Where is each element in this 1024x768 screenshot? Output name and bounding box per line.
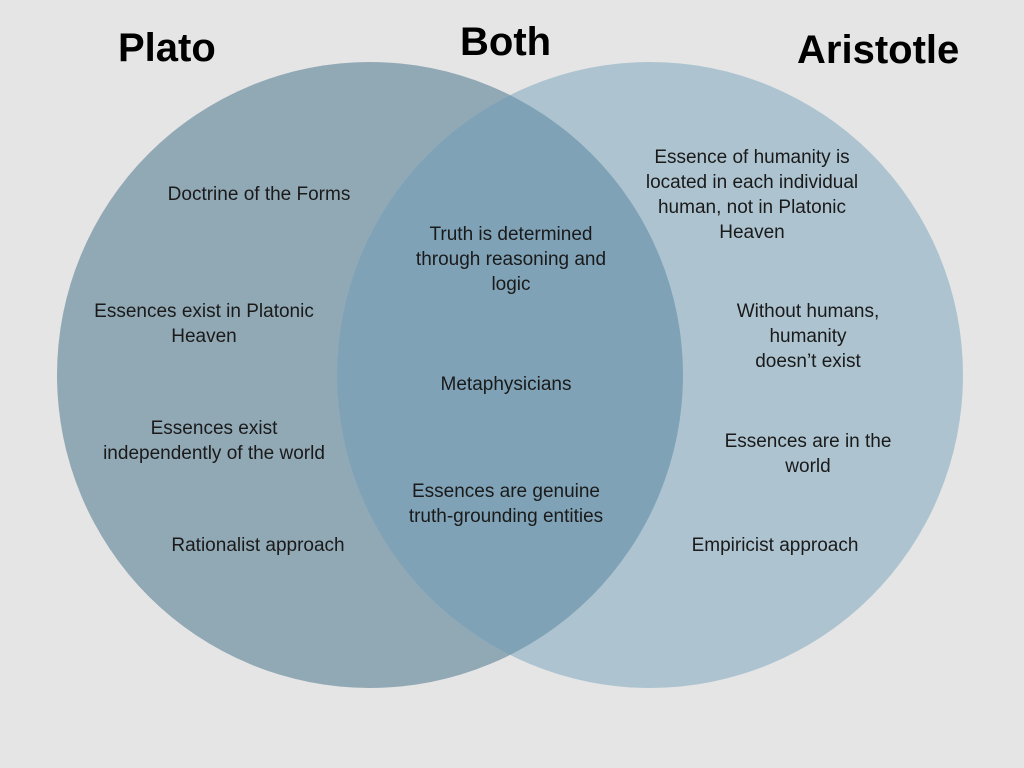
both-item: Metaphysicians (440, 374, 572, 395)
both-item: Essences are genuine truth-grounding ent… (408, 481, 604, 527)
aristotle-item: Empiricist approach (691, 535, 859, 556)
plato-item: Doctrine of the Forms (167, 184, 351, 205)
both-item: Truth is determined through reasoning an… (415, 224, 607, 295)
plato-item: Essences exist independently of the worl… (103, 418, 325, 464)
plato-title: Plato (118, 26, 216, 70)
aristotle-item: Without humans, humanity doesn’t exist (736, 301, 880, 372)
plato-item: Essences exist in Platonic Heaven (94, 301, 314, 347)
both-title: Both (460, 20, 552, 64)
plato-item: Rationalist approach (171, 535, 345, 556)
aristotle-item: Essence of humanity is located in each i… (645, 147, 859, 243)
aristotle-item: Essences are in the world (724, 431, 892, 477)
aristotle-title: Aristotle (797, 28, 960, 72)
overlap-region (337, 62, 683, 688)
